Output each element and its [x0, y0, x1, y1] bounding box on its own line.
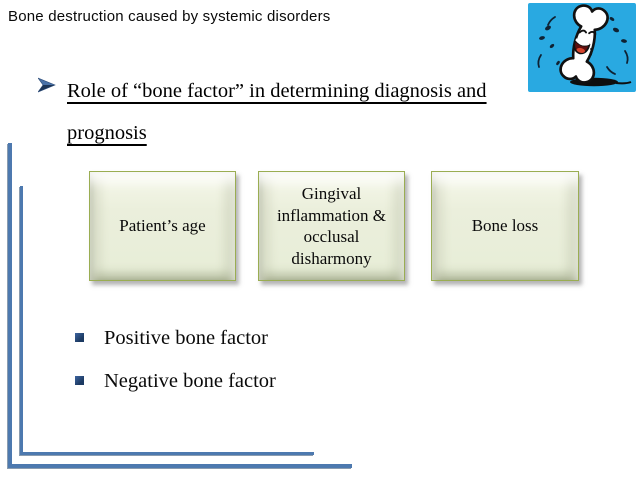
bone-face-mouth-icon [573, 38, 591, 55]
factor-box-label: Gingival inflammation & occlusal disharm… [276, 184, 387, 268]
main-bullet-text: Role of “bone factor” in determining dia… [67, 80, 487, 144]
sweat-droplets-icon [539, 17, 627, 66]
square-bullet-icon [75, 333, 84, 342]
factor-box-label: Patient’s age [119, 216, 206, 236]
factor-box-gingival-inflammation: Gingival inflammation & occlusal disharm… [258, 171, 405, 281]
frame-line-outer [8, 143, 352, 468]
frame-line-inner [20, 186, 314, 455]
sub-bullet-text: Positive bone factor [104, 327, 268, 349]
arrow-bullet-icon [38, 77, 56, 93]
bone-face-eyes-icon [578, 29, 597, 35]
laughing-bone-cartoon-icon [528, 3, 636, 92]
factor-box-label: Bone loss [471, 216, 539, 236]
square-bullet-icon [75, 376, 84, 385]
sub-bullet-positive: Positive bone factor [75, 325, 268, 351]
factor-box-patients-age: Patient’s age [89, 171, 236, 281]
factor-box-bone-loss: Bone loss [431, 171, 579, 281]
sub-bullet-negative: Negative bone factor [75, 368, 276, 394]
page-title: Bone destruction caused by systemic diso… [8, 8, 331, 25]
main-bullet: Role of “bone factor” in determining dia… [38, 70, 508, 154]
sub-bullet-text: Negative bone factor [104, 370, 276, 392]
